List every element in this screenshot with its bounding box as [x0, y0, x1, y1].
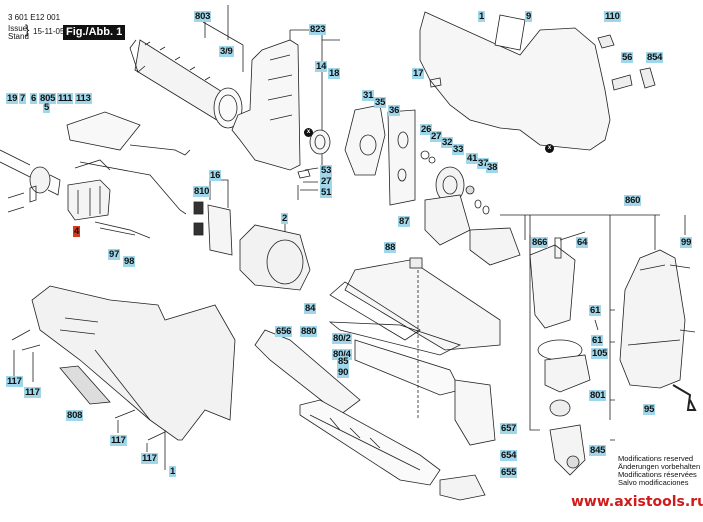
part-label[interactable]: 654 — [500, 450, 518, 461]
modifications-notice: Modifications reserved Änderungen vorbeh… — [618, 455, 700, 487]
part-label[interactable]: 866 — [531, 237, 549, 248]
part-label[interactable]: 657 — [500, 423, 518, 434]
part-label[interactable]: 64 — [576, 237, 589, 248]
part-label[interactable]: 117 — [6, 376, 23, 387]
housing-half-drawing — [420, 12, 656, 151]
modifications-line: Änderungen vorbehalten — [618, 462, 701, 471]
part-label[interactable]: 805 — [39, 93, 57, 104]
part-label[interactable]: 5 — [43, 102, 51, 113]
part-label[interactable]: 87 — [398, 216, 411, 227]
part-label[interactable]: 56 — [621, 52, 634, 63]
part-label[interactable]: 117 — [141, 453, 158, 464]
part-label[interactable]: 14 — [315, 61, 328, 72]
issue-label: Issue — [8, 24, 28, 33]
stand-label: Stand — [8, 32, 29, 41]
part-label[interactable]: 655 — [500, 467, 518, 478]
part-label[interactable]: 53 — [320, 165, 333, 176]
part-label[interactable]: 95 — [643, 404, 656, 415]
switch-assembly-drawing — [0, 111, 191, 239]
part-label[interactable]: 80/2 — [332, 333, 352, 344]
part-label[interactable]: 61 — [591, 335, 604, 346]
brace: } — [25, 22, 30, 37]
fan-housing-drawing — [231, 29, 340, 200]
part-label[interactable]: 111 — [57, 93, 74, 104]
modifications-line: Modifications reserved — [618, 454, 694, 463]
part-label[interactable]: 1 — [169, 466, 177, 477]
part-label[interactable]: 854 — [646, 52, 664, 63]
part-label[interactable]: 3/9 — [219, 46, 234, 57]
part-label[interactable]: 110 — [604, 11, 621, 22]
housing-shell-drawing — [11, 285, 236, 470]
part-label[interactable]: 117 — [110, 435, 127, 446]
part-label[interactable]: 97 — [108, 249, 121, 260]
part-label[interactable]: 105 — [591, 348, 609, 359]
part-label[interactable]: 1 — [478, 11, 486, 22]
pendulum-assembly-drawing — [529, 231, 601, 476]
modifications-line: Modifications réservées — [618, 470, 697, 479]
modifications-line: Salvo modificaciones — [618, 478, 689, 487]
part-label-highlighted[interactable]: 4 — [73, 226, 81, 237]
part-label[interactable]: 117 — [24, 387, 41, 398]
issue-date: 15-11-05 — [33, 27, 65, 36]
part-label[interactable]: 810 — [193, 186, 211, 197]
part-label[interactable]: 35 — [374, 97, 387, 108]
part-label[interactable]: 17 — [412, 68, 425, 79]
x-marker-icon: x — [304, 128, 313, 137]
part-label[interactable]: 38 — [486, 162, 499, 173]
extraction-adapter-drawing — [254, 329, 486, 501]
part-label[interactable]: 19 — [6, 93, 19, 104]
part-label[interactable]: 7 — [19, 93, 27, 104]
part-label[interactable]: 656 — [275, 326, 293, 337]
part-label[interactable]: 9 — [525, 11, 533, 22]
armature-drawing — [129, 5, 244, 129]
part-number: 3 601 E12 001 — [8, 13, 61, 22]
part-label[interactable]: 6 — [30, 93, 38, 104]
part-label[interactable]: 32 — [441, 137, 454, 148]
part-label[interactable]: 113 — [75, 93, 92, 104]
part-label[interactable]: 16 — [209, 170, 222, 181]
part-label[interactable]: 801 — [589, 390, 607, 401]
part-label[interactable]: 98 — [123, 256, 136, 267]
part-label[interactable]: 85 — [337, 356, 350, 367]
gear-assembly-drawing — [344, 104, 521, 266]
figure-title: Fig./Abb. 1 — [63, 25, 126, 40]
part-label[interactable]: 88 — [384, 242, 397, 253]
part-label[interactable]: 99 — [680, 237, 693, 248]
bracket-lines — [500, 214, 686, 441]
part-label[interactable]: 18 — [328, 68, 341, 79]
part-label[interactable]: 51 — [320, 187, 333, 198]
part-label[interactable]: 808 — [66, 410, 84, 421]
part-label[interactable]: 2 — [281, 213, 289, 224]
part-label[interactable]: 26 — [420, 124, 433, 135]
watermark-url[interactable]: www.axistools.ru — [571, 494, 703, 510]
field-brush-drawing — [193, 179, 311, 291]
part-label[interactable]: 37 — [477, 158, 490, 169]
part-label[interactable]: 41 — [466, 153, 479, 164]
x-marker-icon: x — [545, 144, 554, 153]
blade-guard-drawing — [619, 249, 697, 411]
part-label[interactable]: 33 — [452, 144, 465, 155]
part-label[interactable]: 80/4 — [332, 349, 352, 360]
part-label[interactable]: 27 — [320, 176, 333, 187]
part-label[interactable]: 84 — [304, 303, 317, 314]
part-label[interactable]: 880 — [300, 326, 318, 337]
part-label[interactable]: 61 — [589, 305, 602, 316]
base-plate-drawing — [328, 257, 501, 446]
part-label[interactable]: 36 — [388, 105, 401, 116]
part-label[interactable]: 845 — [589, 445, 607, 456]
part-label[interactable]: 860 — [624, 195, 642, 206]
part-label[interactable]: 803 — [194, 11, 212, 22]
part-label[interactable]: 823 — [309, 24, 327, 35]
part-label[interactable]: 90 — [337, 367, 350, 378]
part-label[interactable]: 31 — [362, 90, 375, 101]
part-label[interactable]: 27 — [430, 131, 443, 142]
